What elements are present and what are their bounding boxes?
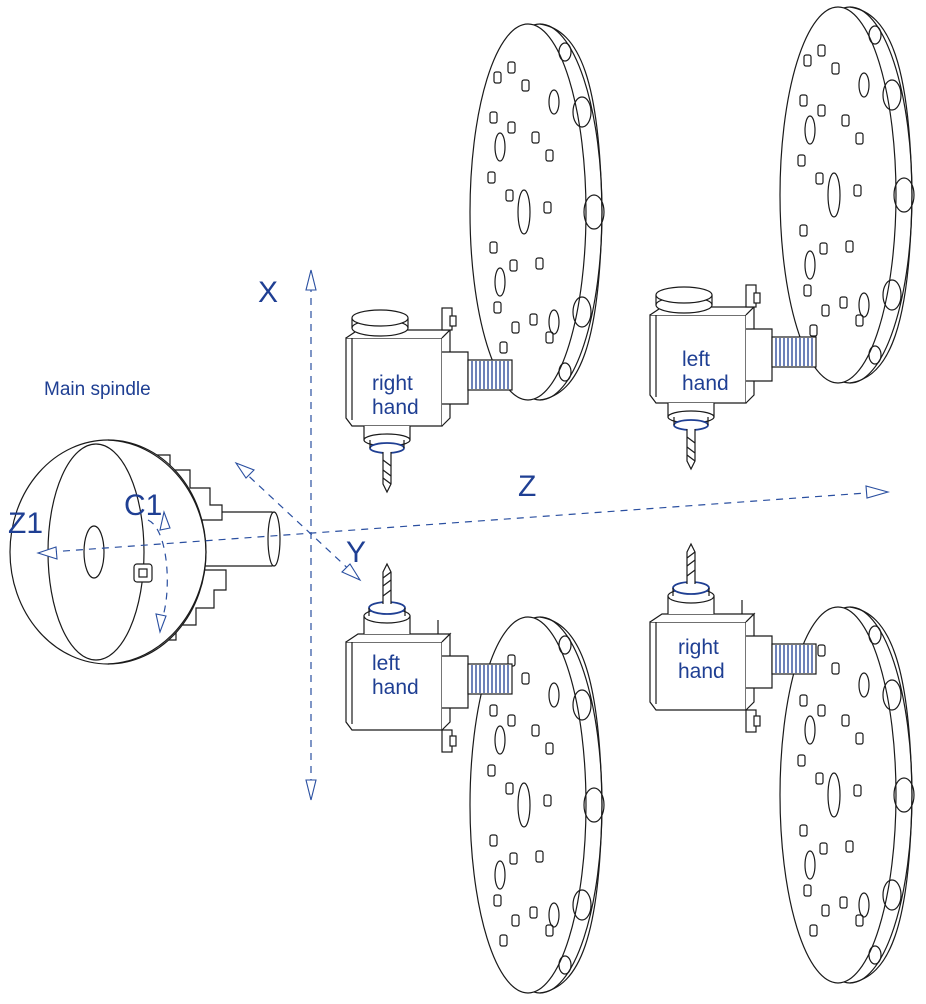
main-spindle-chuck	[9, 439, 281, 665]
axis-arrowheads	[36, 269, 891, 801]
axis-label-c1: C1	[124, 489, 162, 522]
head-label-3-line1: left	[372, 652, 400, 675]
head-label-1-line1: right	[372, 372, 413, 395]
head-label-3-line2: hand	[372, 676, 419, 699]
head-label-2-line2: hand	[682, 372, 729, 395]
head-label-4-line1: right	[678, 636, 719, 659]
head-label-2-line1: left	[682, 348, 710, 371]
turret-disc-top-right	[779, 6, 915, 384]
tool-head-top-right	[649, 284, 817, 470]
axis-lines	[49, 285, 881, 785]
axis-label-x: X	[258, 276, 278, 309]
axis-label-y: Y	[346, 536, 366, 569]
head-label-4-line2: hand	[678, 660, 725, 683]
turret-disc-top-left	[469, 23, 605, 401]
axis-label-z: Z	[518, 470, 536, 503]
main-spindle-label: Main spindle	[44, 379, 151, 400]
axis-label-z1: Z1	[8, 507, 43, 540]
head-label-1-line2: hand	[372, 396, 419, 419]
